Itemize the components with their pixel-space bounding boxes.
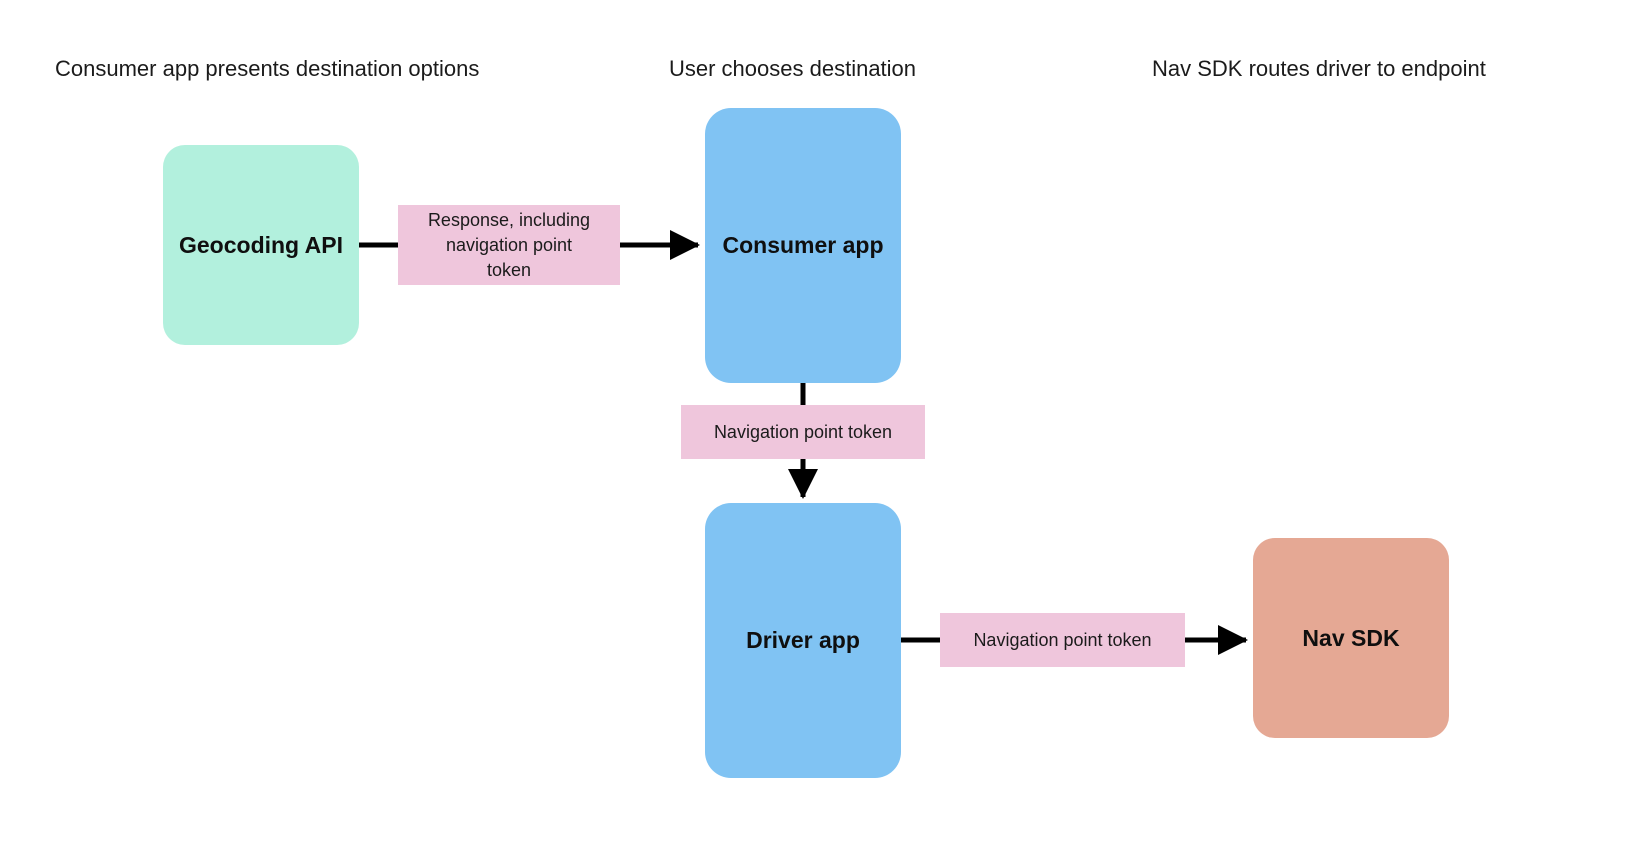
edge-label-navigation-point-token-text-1: Navigation point token [713,421,893,442]
node-nav-sdk[interactable]: Nav SDK [1253,538,1449,738]
column-caption-consumer-options: Consumer app presents destination option… [55,56,480,81]
edge-label-navigation-point-token-text-2: Navigation point token [973,629,1152,650]
node-driver-app-label: Driver app [746,627,860,653]
node-consumer-app-label: Consumer app [722,232,884,258]
column-caption-user-chooses: User chooses destination [669,56,917,81]
node-driver-app[interactable]: Driver app [705,503,901,778]
edge-label-navigation-point-token-driver-to-navsdk: Navigation point token [940,613,1185,667]
edge-label-navigation-point-token-consumer-to-driver: Navigation point token [681,405,925,459]
node-nav-sdk-label: Nav SDK [1302,624,1400,651]
column-caption-nav-sdk-routes: Nav SDK routes driver to endpoint [1152,56,1486,81]
node-geocoding-api[interactable]: Geocoding API [163,145,359,345]
node-geocoding-api-label: Geocoding API [179,231,343,258]
node-consumer-app[interactable]: Consumer app [705,108,901,383]
